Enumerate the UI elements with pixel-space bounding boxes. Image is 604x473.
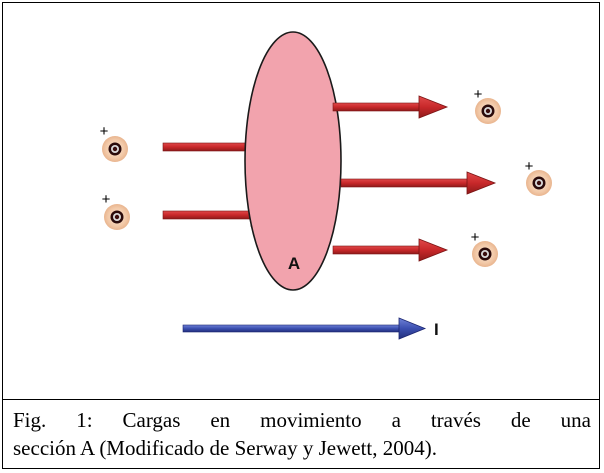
outgoing-arrow-middle <box>340 171 497 195</box>
charge-right-bottom: + <box>471 229 498 267</box>
figure-area: A + + + <box>3 3 599 400</box>
outgoing-arrow-bottom <box>332 238 449 262</box>
charge-plus-sign: + <box>102 191 111 208</box>
charge-plus-sign: + <box>471 229 480 246</box>
charge-left-top: + <box>100 123 128 162</box>
caption-line-1: Fig. 1: Cargas en movimiento a través de… <box>13 408 591 432</box>
charge-plus-sign: + <box>100 123 109 140</box>
section-label: A <box>288 254 300 273</box>
figure-frame: A + + + <box>2 2 600 469</box>
charge-plus-sign: + <box>525 158 534 175</box>
current-arrow <box>182 317 427 340</box>
figure-caption: Fig. 1: Cargas en movimiento a través de… <box>13 406 591 462</box>
cross-section-A <box>244 31 342 291</box>
diagram-canvas: A + + + <box>100 31 552 340</box>
charge-right-middle: + <box>525 158 552 196</box>
outgoing-arrow-top <box>332 95 449 119</box>
current-label: I <box>434 320 439 339</box>
charge-right-top: + <box>474 86 501 124</box>
charge-plus-sign: + <box>474 86 483 103</box>
charge-left-bottom: + <box>102 191 130 230</box>
caption-line-2: sección A (Modificado de Serway y Jewett… <box>13 436 437 460</box>
